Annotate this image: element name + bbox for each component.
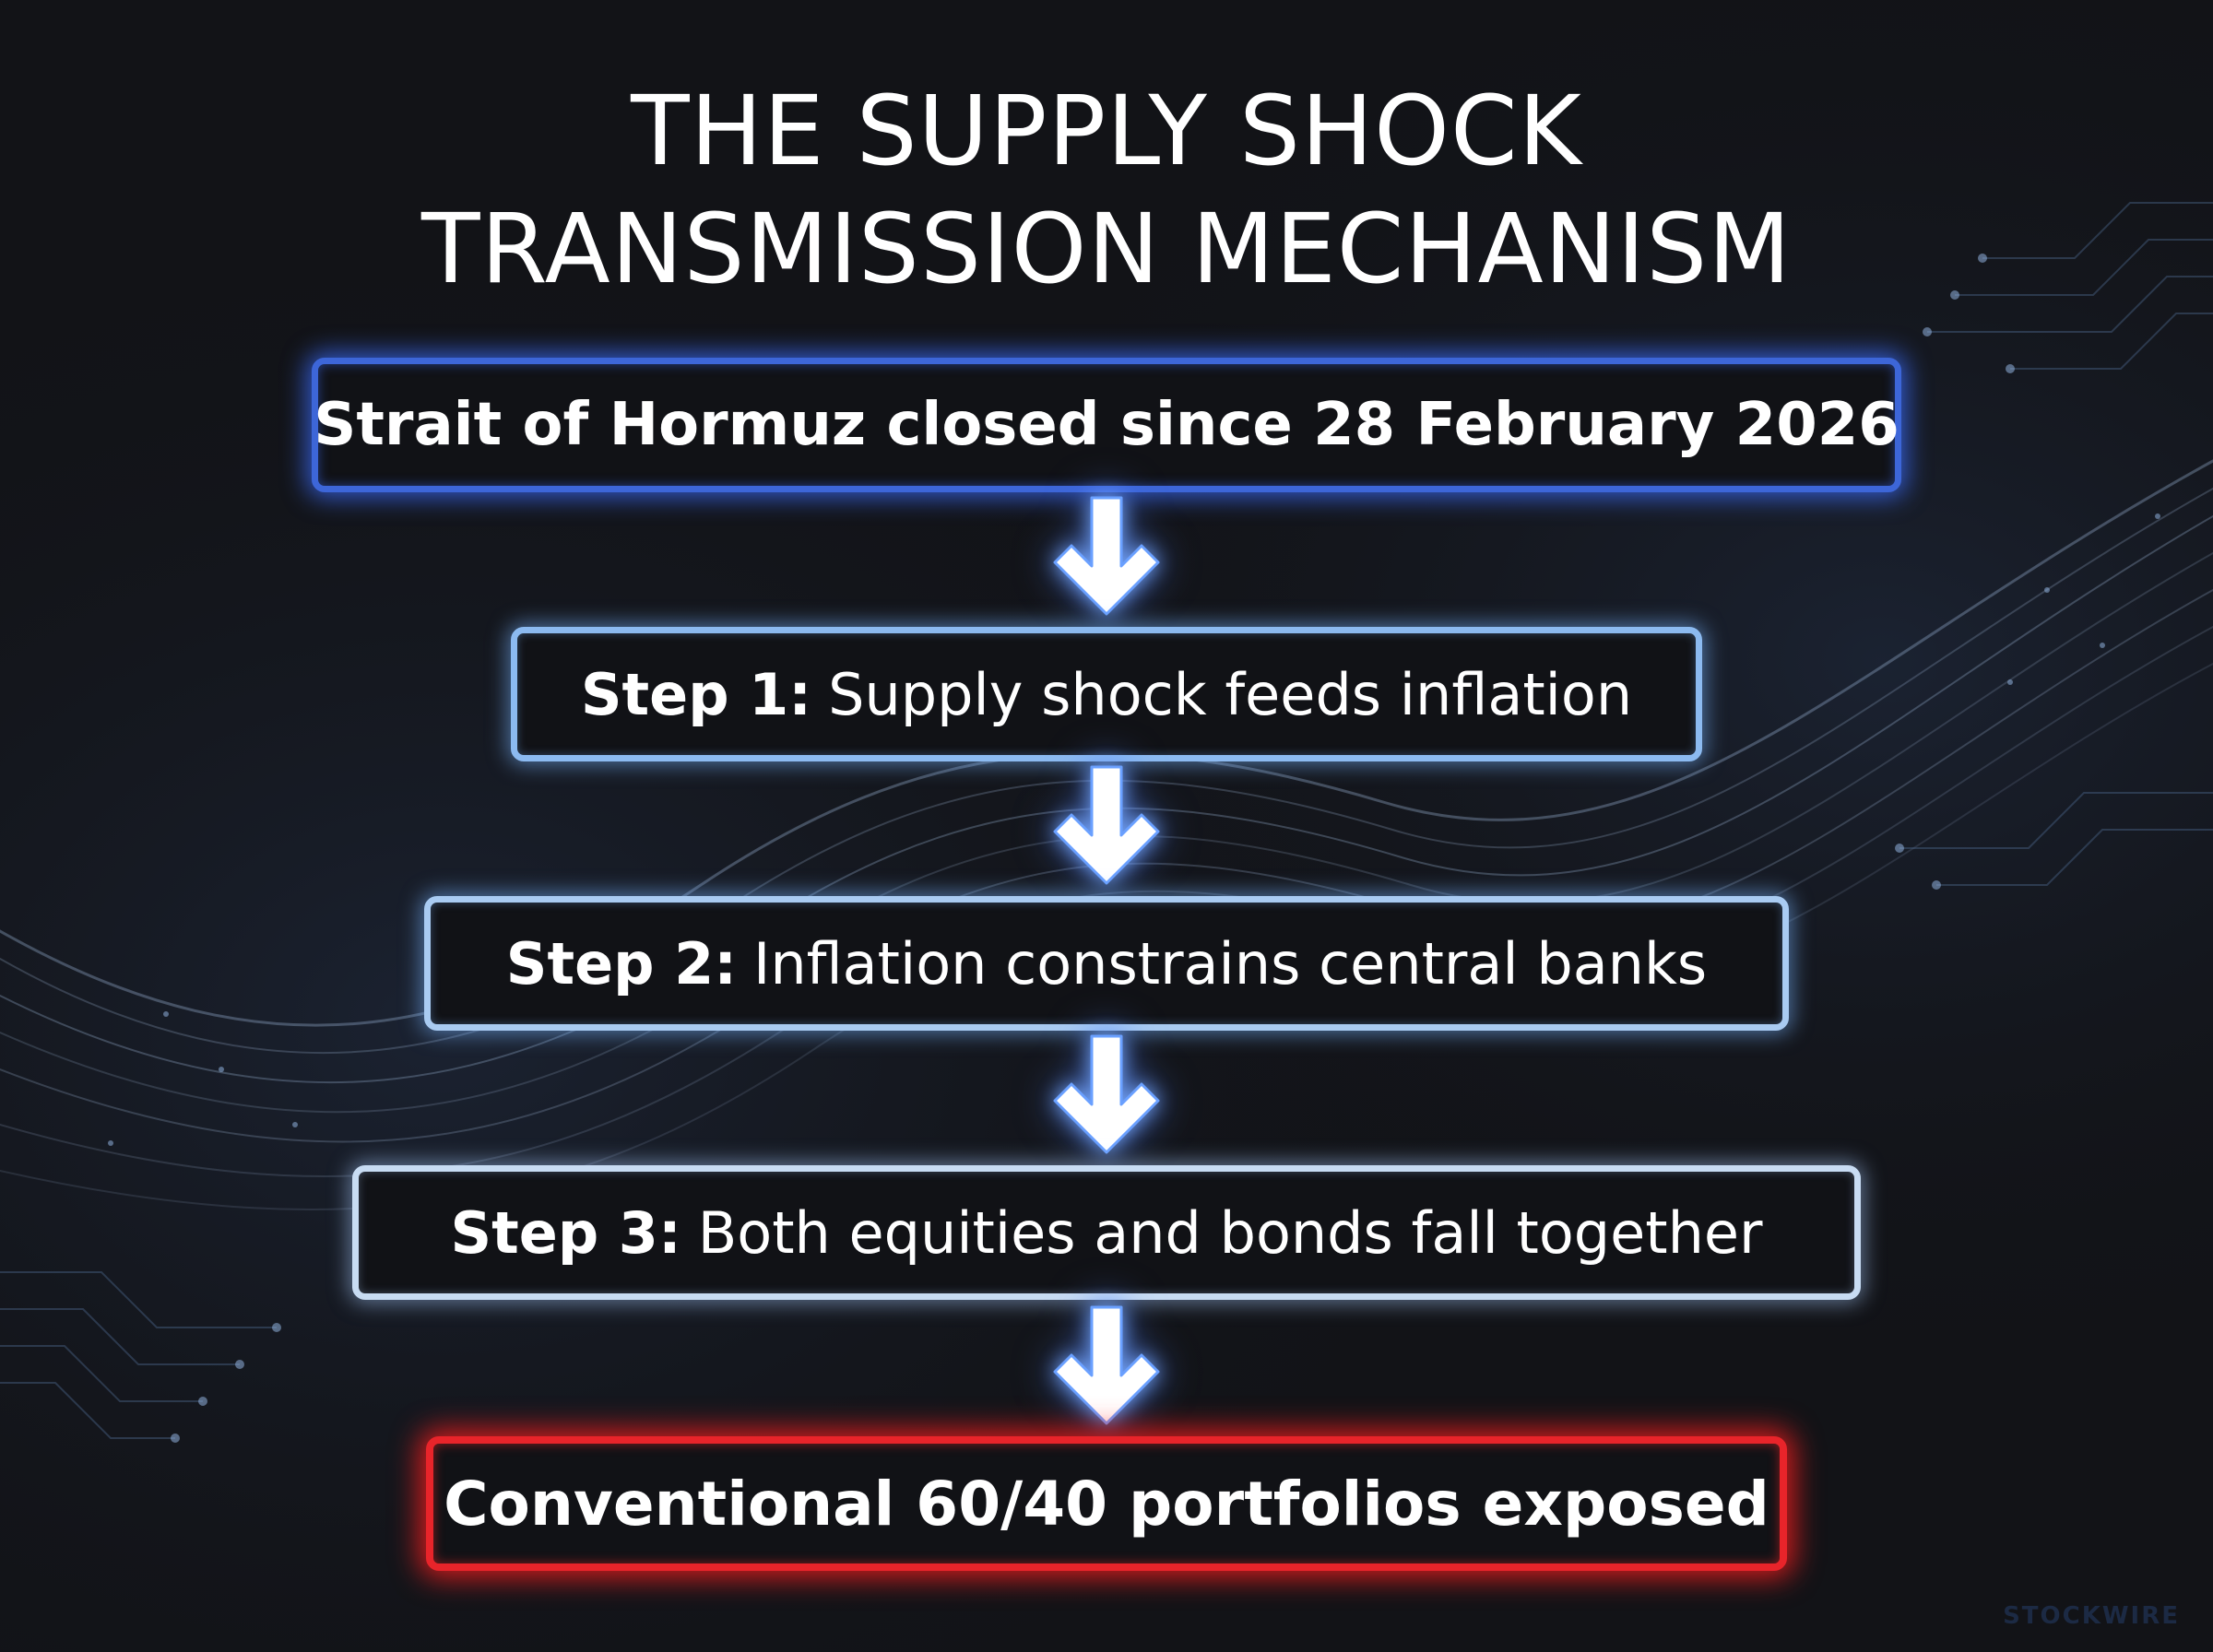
trigger-text: Strait of Hormuz closed since 28 Februar…	[314, 391, 1899, 459]
trigger-box: Strait of Hormuz closed since 28 Februar…	[312, 358, 1901, 492]
down-arrow-icon	[1053, 1034, 1160, 1154]
step-2-label: Step 2:	[505, 929, 738, 997]
step-2-text: Inflation constrains central banks	[753, 929, 1708, 997]
step-1-box: Step 1: Supply shock feeds inflation	[511, 627, 1702, 761]
outcome-text: Conventional 60/40 portfolios exposed	[444, 1468, 1769, 1540]
step-3-text: Both equities and bonds fall together	[697, 1198, 1763, 1267]
step-1-label: Step 1:	[580, 660, 812, 728]
down-arrow-icon	[1053, 765, 1160, 885]
watermark-logo: STOCKWIRE	[2003, 1602, 2180, 1630]
step-1-text: Supply shock feeds inflation	[828, 660, 1633, 728]
outcome-box: Conventional 60/40 portfolios exposed	[426, 1436, 1787, 1571]
title-line-2: TRANSMISSION MECHANISM	[421, 193, 1792, 305]
down-arrow-icon	[1053, 496, 1160, 616]
step-3-label: Step 3:	[450, 1198, 681, 1267]
diagram-title: THE SUPPLY SHOCK TRANSMISSION MECHANISM	[0, 72, 2213, 308]
title-line-1: THE SUPPLY SHOCK	[631, 75, 1582, 187]
down-arrow-icon	[1053, 1305, 1160, 1425]
step-3-box: Step 3: Both equities and bonds fall tog…	[352, 1165, 1861, 1300]
step-2-box: Step 2: Inflation constrains central ban…	[424, 896, 1789, 1031]
